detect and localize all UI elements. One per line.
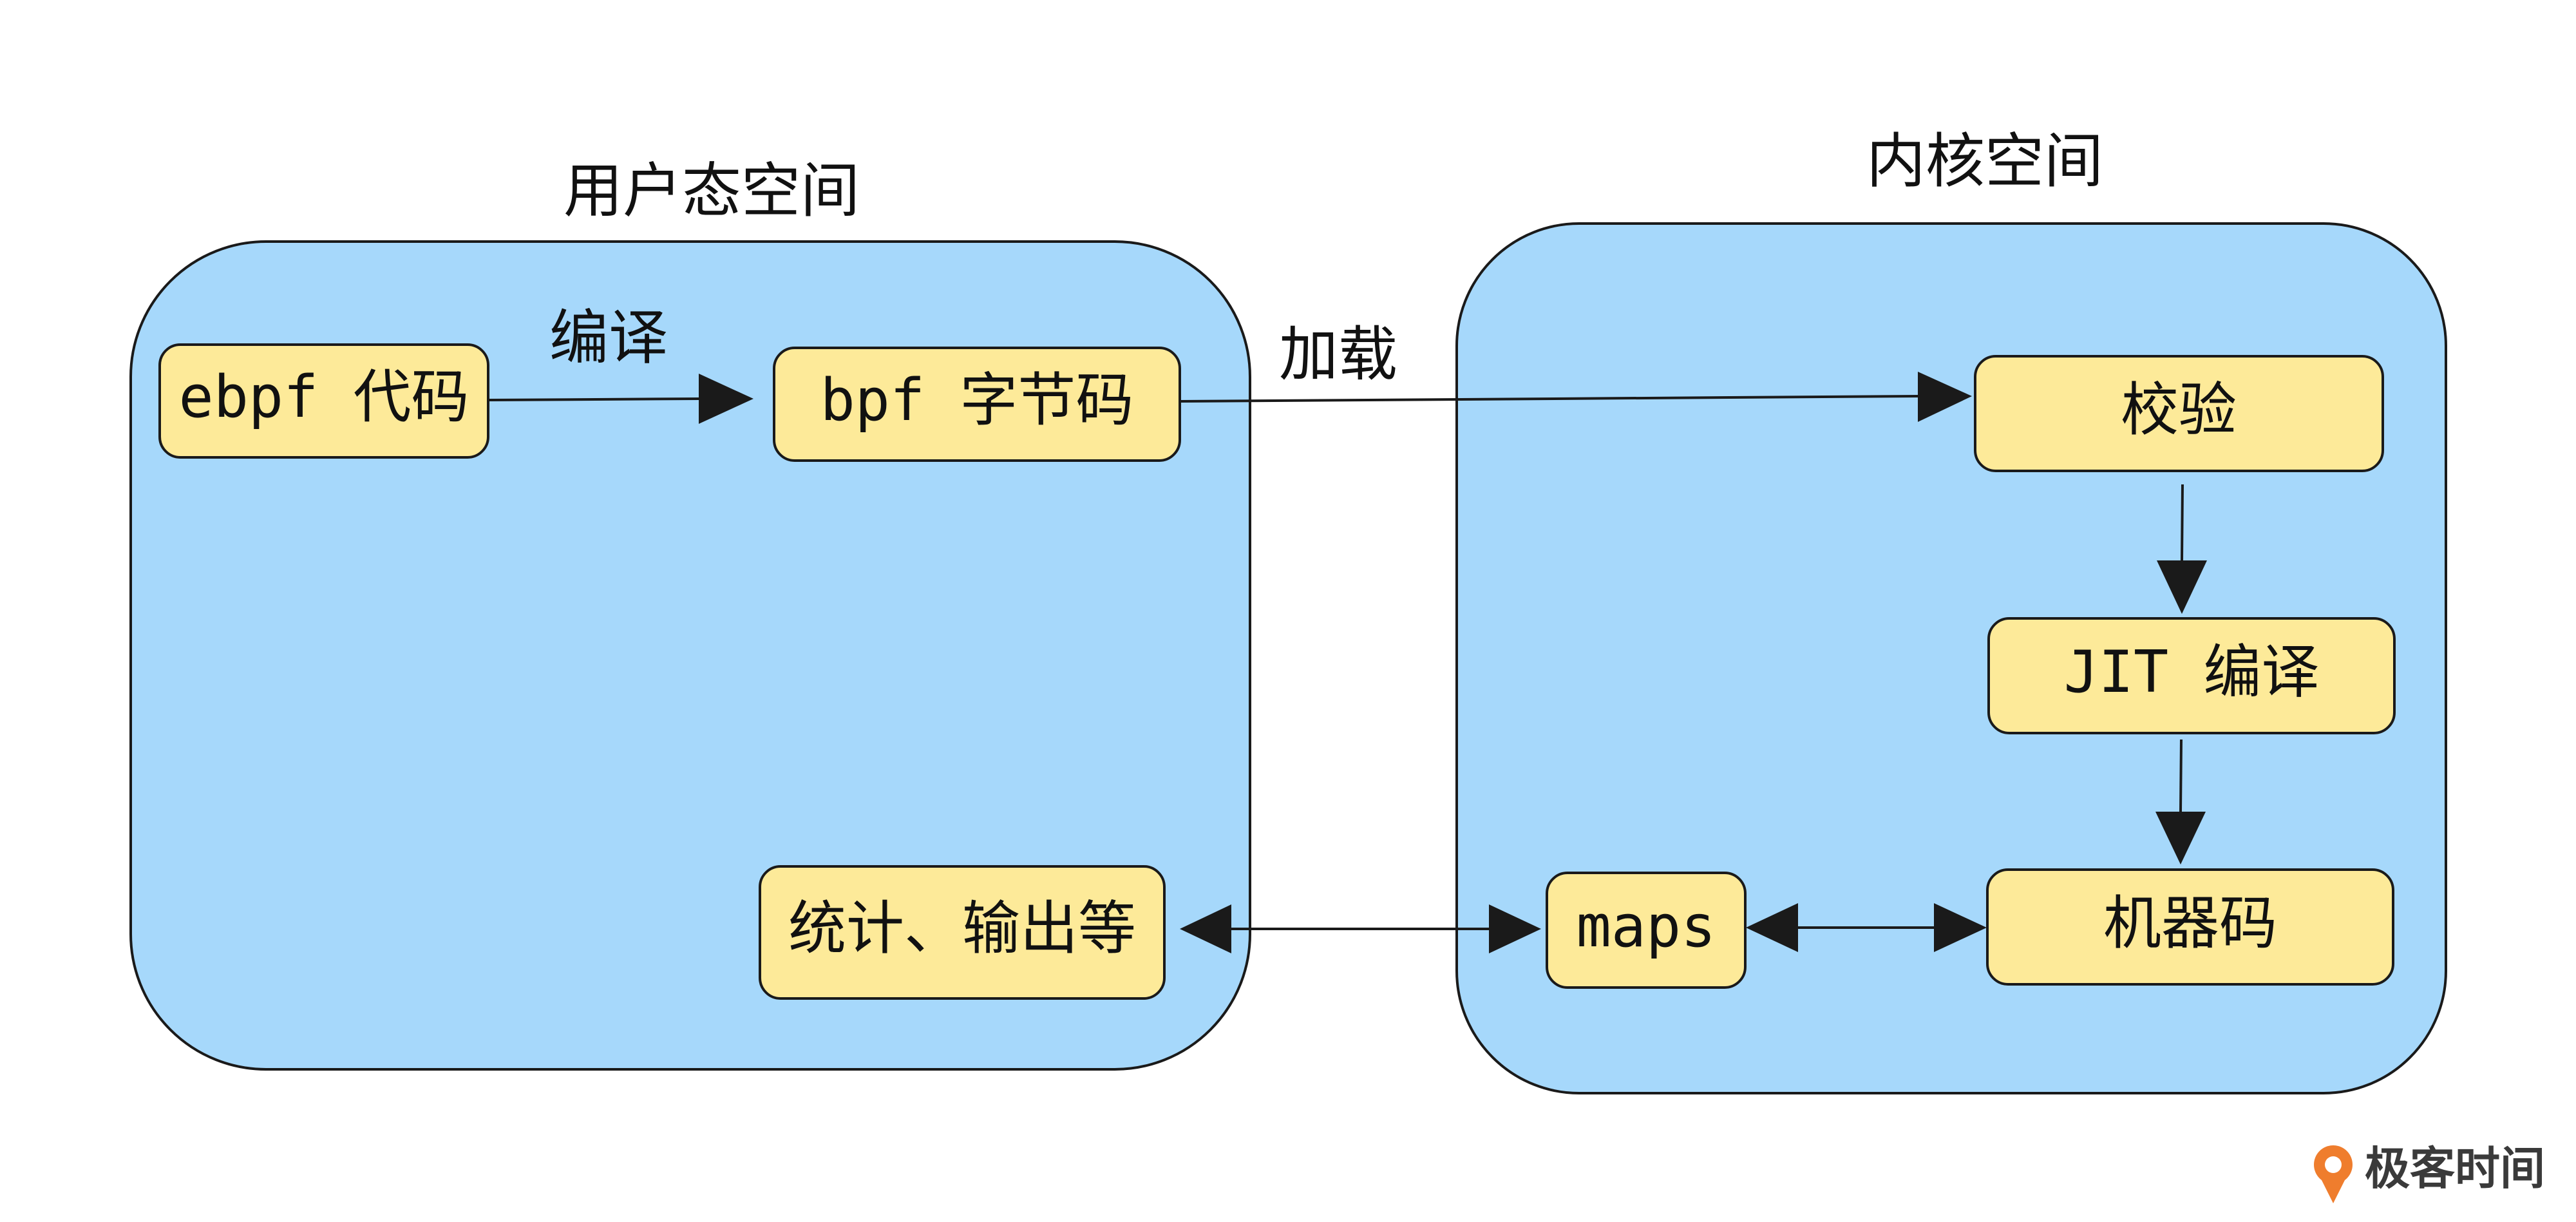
- edge-stats-maps-arrowhead-right: [1489, 904, 1541, 953]
- edge-verify-jit-arrowhead: [2157, 560, 2207, 614]
- node-stats-output-label: 统计、输出等: [788, 895, 1136, 962]
- node-machine-code-box: [1986, 868, 2394, 986]
- edge-load-label: 加载: [1279, 320, 1397, 389]
- geektime-logo-icon: [2314, 1145, 2353, 1203]
- node-bpf-bytecode: bpf 字节码: [773, 347, 1181, 462]
- kernel-space-title: 内核空间: [1866, 127, 2103, 196]
- edge-verify-jit-line: [2181, 484, 2184, 561]
- edge-maps-machine-arrowhead-left: [1746, 903, 1798, 952]
- node-bpf-bytecode-box: [773, 347, 1181, 462]
- node-maps-label: maps: [1577, 893, 1716, 960]
- geektime-logo-text: 极客时间: [2365, 1142, 2545, 1195]
- node-machine-code: 机器码: [1986, 868, 2394, 986]
- user-space-title: 用户态空间: [564, 157, 860, 225]
- edge-maps-machine-arrowhead-right: [1934, 903, 1987, 952]
- node-bpf-bytecode-label: bpf 字节码: [820, 367, 1134, 434]
- node-ebpf-code: ebpf 代码: [158, 343, 489, 459]
- edge-jit-machine-arrowhead: [2155, 812, 2206, 864]
- geektime-logo: 极客时间: [2314, 1142, 2545, 1203]
- node-ebpf-code-box: [158, 343, 489, 459]
- node-maps-box: [1546, 872, 1747, 989]
- edge-compile-line: [489, 397, 699, 401]
- edge-load-arrowhead: [1918, 372, 1972, 422]
- node-ebpf-code-label: ebpf 代码: [179, 363, 469, 431]
- node-jit-compile-label: JIT 编译: [2064, 638, 2320, 706]
- node-machine-code-label: 机器码: [2103, 890, 2277, 957]
- node-maps: maps: [1546, 872, 1747, 989]
- edge-load-line: [1180, 395, 1920, 403]
- node-verify-box: [1974, 355, 2384, 472]
- edge-stats-maps-arrowhead-left: [1180, 904, 1231, 953]
- node-verify: 校验: [1974, 355, 2384, 472]
- edge-compile-arrowhead: [699, 374, 753, 424]
- node-jit-compile-box: [1987, 617, 2396, 734]
- edge-compile-label: 编译: [549, 303, 668, 372]
- edges: [489, 372, 2207, 953]
- node-stats-output-box: [759, 865, 1166, 1000]
- node-jit-compile: JIT 编译: [1987, 617, 2396, 734]
- node-stats-output: 统计、输出等: [759, 865, 1166, 1000]
- node-verify-label: 校验: [2121, 376, 2237, 444]
